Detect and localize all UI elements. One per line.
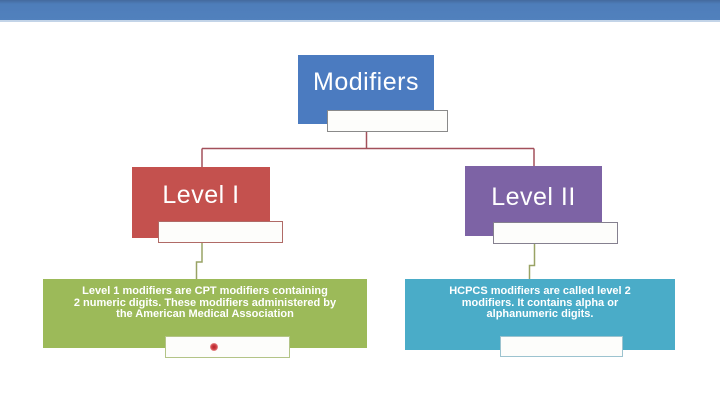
slide-top-banner: [0, 0, 720, 22]
level1-description-box: Level 1 modifiers are CPT modifiers cont…: [43, 279, 367, 348]
level1-description-placeholder: [165, 336, 290, 358]
level2-description-placeholder: [500, 336, 623, 357]
node-level1-placeholder: [158, 221, 283, 243]
level1-description-text: Level 1 modifiers are CPT modifiers cont…: [73, 285, 337, 320]
node-level1-label: Level I: [162, 181, 240, 209]
node-modifiers-placeholder: [327, 110, 448, 132]
node-level2-placeholder: [493, 222, 618, 244]
node-modifiers-label: Modifiers: [313, 68, 419, 96]
red-dot-icon: [210, 343, 218, 351]
node-level2-label: Level II: [491, 182, 576, 211]
level2-description-text: HCPCS modifiers are called level 2 modif…: [449, 285, 631, 320]
